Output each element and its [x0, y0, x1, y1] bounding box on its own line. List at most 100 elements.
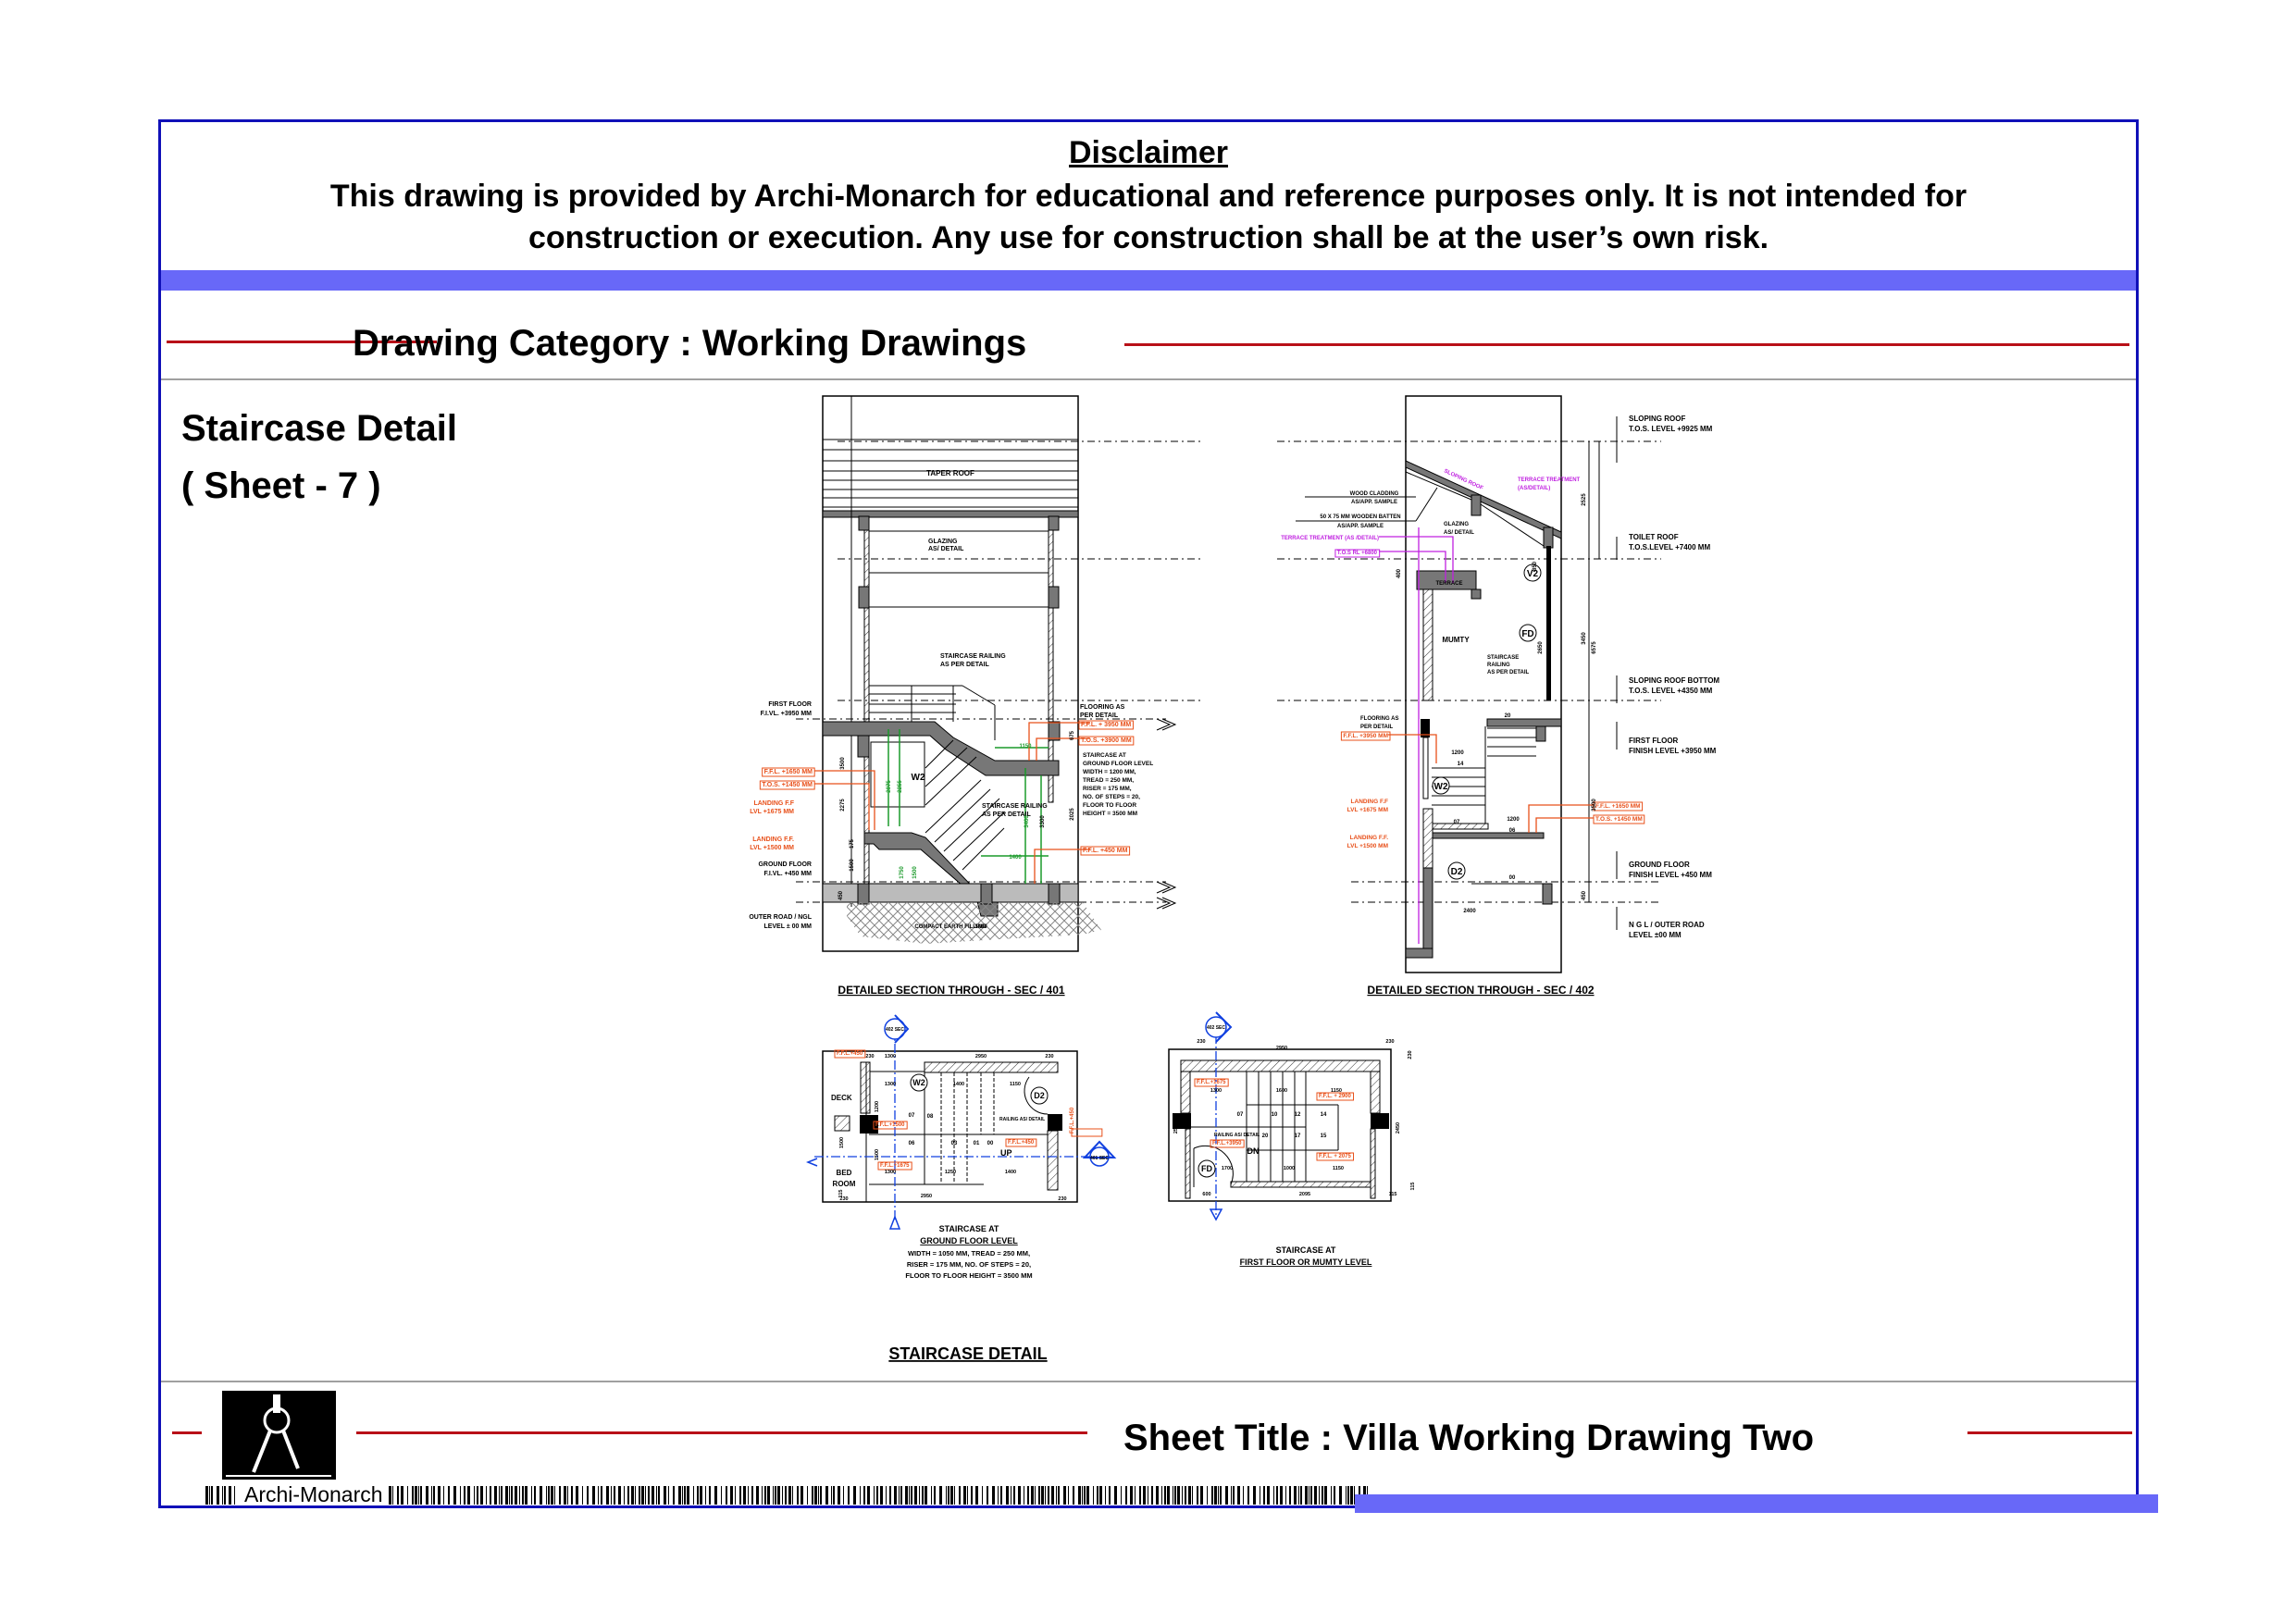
first-floor-label-401-0: FIRST FLOOR	[768, 701, 812, 708]
outer-road-label-401-1: LEVEL ± 00 MM	[763, 923, 812, 930]
landing1-label-402-0: LANDING F.F	[1351, 799, 1388, 805]
first-floor-label-401-1: F.I.VL. +3950 MM	[761, 711, 813, 717]
dim-402-0: 2525	[1582, 493, 1587, 506]
dim-401-15: 675	[1070, 730, 1075, 740]
ffl-ground-0-box	[834, 1049, 866, 1059]
dim-401-2: 175	[850, 838, 855, 849]
spec-401-7: HEIGHT = 3500 MM	[1083, 811, 1137, 817]
dim-401-6: 2255	[898, 780, 903, 793]
footer-rule-left	[172, 1431, 202, 1434]
sheet-title: Sheet Title : Villa Working Drawing Two	[1123, 1418, 1815, 1458]
level-lines-402	[1277, 440, 1661, 903]
brand-row: Archi-Monarch	[205, 1482, 1370, 1507]
section-mark-first-text: 402 SEC	[1207, 1025, 1225, 1031]
dim-402-13: 06	[1509, 828, 1516, 834]
dim-402-15: 20	[1505, 713, 1511, 719]
taper-roof-label: TAPER ROOF	[926, 469, 974, 477]
window-tag-w2-401: W2	[912, 773, 925, 783]
tos-left-401: T.O.S. +1450 MM	[762, 782, 813, 788]
magenta-leaders	[1379, 527, 1454, 944]
first-floor-slab-402	[1486, 718, 1562, 727]
dim-402-10: 2400	[1463, 909, 1476, 914]
plan-ground-treads	[940, 1072, 995, 1183]
wood-cladding-label-0: WOOD CLADDING	[1350, 491, 1399, 497]
dim-first-0: 230	[1197, 1039, 1205, 1045]
ffl-right-401-box	[1080, 846, 1131, 856]
railing-label-first: RAILING AS/ DETAIL	[1214, 1133, 1260, 1138]
ffl-top-401-box	[1078, 720, 1134, 730]
caption-401: DETAILED SECTION THROUGH - SEC / 401	[838, 984, 1064, 997]
spec-401-5: NO. OF STEPS = 20,	[1083, 794, 1140, 800]
brand-name: Archi-Monarch	[244, 1482, 383, 1506]
level-title-3: FIRST FLOOR	[1629, 737, 1679, 745]
caption-402: DETAILED SECTION THROUGH - SEC / 402	[1367, 984, 1594, 997]
flooring-label-402-0: FLOORING AS	[1360, 716, 1398, 722]
door-swing	[1024, 1076, 1049, 1115]
dim-402-4: 450	[1582, 890, 1587, 900]
ground-floor-label-401-0: GROUND FLOOR	[758, 861, 812, 868]
footer-band	[1355, 1494, 2158, 1513]
spec-ground-1: RISER = 175 MM, NO. OF STEPS = 20,	[907, 1260, 1031, 1269]
tos-mid-402: T.O.S. +1450 MM	[1595, 816, 1643, 823]
terrace-treatment-right-0: TERRACE TREATMENT	[1518, 477, 1581, 483]
step-first-1: 10	[1272, 1112, 1278, 1118]
spec-401-0: STAIRCASE AT	[1083, 752, 1126, 759]
ffl-first-2-box	[1210, 1139, 1245, 1148]
ffl-ground-1-box	[873, 1121, 908, 1130]
first-floor-slab	[822, 721, 1060, 776]
step-ground-4: 01	[974, 1141, 980, 1146]
glazing-label-401-0: GLAZING	[928, 539, 958, 545]
caption-first-2: FIRST FLOOR OR MUMTY LEVEL	[1240, 1258, 1372, 1267]
right-wall-section	[1546, 546, 1551, 700]
ffl-first-3-box	[1316, 1152, 1355, 1161]
plan-first-border	[1168, 1048, 1392, 1202]
section-arrows-401	[1156, 718, 1177, 910]
dim-401-10: 1400	[1009, 855, 1022, 861]
section-mark-401-text: 401 SEC	[1090, 1156, 1109, 1161]
landing1-label-402-1: LVL +1675 MM	[1347, 807, 1388, 813]
step-ground-0: 07	[909, 1113, 915, 1119]
level-title-5: N G L / OUTER ROAD	[1629, 921, 1705, 929]
railing-label-401-top-1: AS PER DETAIL	[940, 662, 989, 668]
ffl-left-401: F.F.L. +1650 MM	[764, 769, 813, 775]
footer-rule-middle	[356, 1431, 1087, 1434]
dim-402-12: 07	[1454, 820, 1460, 825]
tos-top-401: T.O.S. +3900 MM	[1081, 737, 1132, 744]
dim-402-7: 2650	[1538, 641, 1544, 654]
section-401	[796, 395, 1203, 952]
earth-label: COMPACT EARTH FILLING	[914, 924, 987, 930]
drawing-category: Drawing Category : Working Drawings	[353, 323, 1027, 364]
batten-label-1: AS/APP. SAMPLE	[1337, 524, 1384, 529]
ffl-ground-4: F.F.L.+450	[1070, 1107, 1075, 1134]
dim-first-13: 2500	[1173, 1122, 1179, 1134]
level-title-2: SLOPING ROOF BOTTOM	[1629, 676, 1719, 685]
bedroom-label-1: ROOM	[833, 1180, 856, 1188]
ffl-ground-2-box	[877, 1161, 912, 1171]
dim-401-8: 1500	[912, 866, 918, 879]
sheet-heading: Staircase Detail ( Sheet - 7 )	[181, 400, 457, 514]
level-value-4: FINISH LEVEL +450 MM	[1629, 871, 1712, 879]
landing-slab-402	[1432, 832, 1545, 839]
level-value-0: T.O.S. LEVEL +9925 MM	[1629, 425, 1713, 433]
dim-401-4: 450	[838, 890, 844, 900]
orange-leaders-402	[1388, 734, 1594, 833]
spec-401-6: FLOOR TO FLOOR	[1083, 802, 1136, 809]
bedroom-label-0: BED	[837, 1169, 852, 1177]
railing-label-ground: RAILING AS/ DETAIL	[999, 1117, 1045, 1122]
dim-ground-7: 1300	[885, 1170, 896, 1175]
barcode-right	[388, 1485, 1368, 1505]
plan-ground-floor	[805, 1014, 1117, 1230]
dim-401-5: 2075	[887, 780, 892, 793]
section-402	[1277, 395, 1661, 973]
dim-ground-5: 1400	[953, 1082, 964, 1087]
landing2-label-401-0: LANDING F.F.	[752, 836, 794, 843]
ffl-ground-1: F.F.L.+1500	[875, 1122, 905, 1128]
level-title-1: TOILET ROOF	[1629, 533, 1679, 541]
caption-ground-2: GROUND FLOOR LEVEL	[920, 1236, 1018, 1245]
sheet-name: Staircase Detail	[181, 408, 457, 449]
dim-first-6: 1150	[1331, 1088, 1342, 1094]
ffl-top-402-box	[1340, 731, 1391, 741]
dim-ground-14: 1200	[875, 1101, 880, 1112]
mumty-label: MUMTY	[1442, 636, 1470, 644]
spec-ground-0: WIDTH = 1050 MM, TREAD = 250 MM,	[908, 1249, 1030, 1258]
